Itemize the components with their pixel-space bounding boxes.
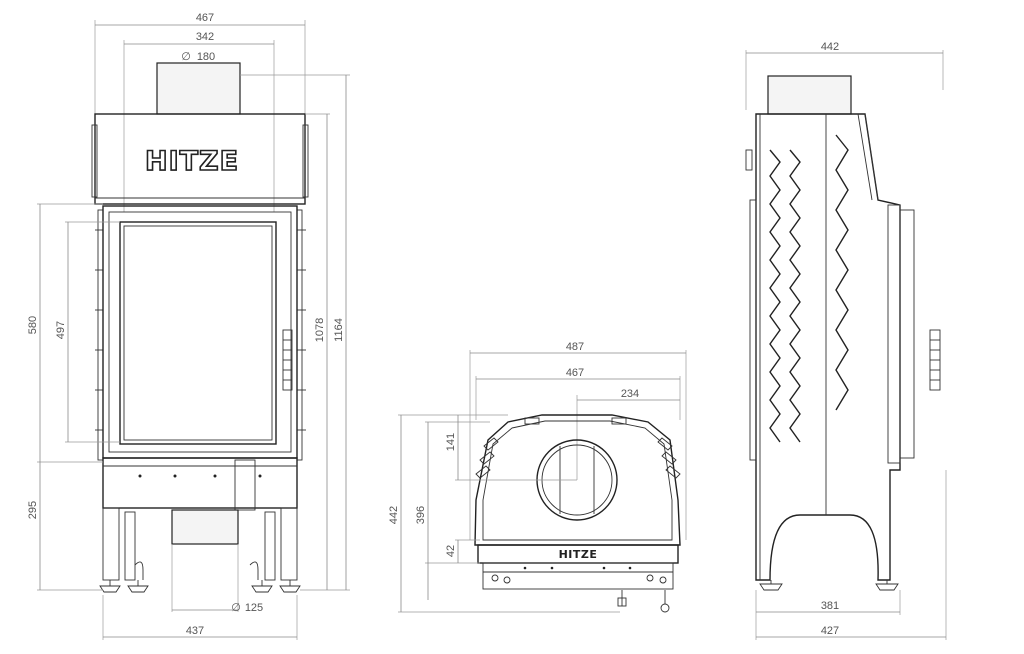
dim-height-1078: 1078 bbox=[314, 318, 326, 342]
dim-rear-height-141: 141 bbox=[445, 433, 457, 451]
dim-side-depth-top: 442 bbox=[821, 41, 839, 53]
flue-collar bbox=[156, 62, 241, 115]
front-view: 467 342 ∅ 180 HITZE bbox=[27, 12, 350, 640]
dim-rear-height-42: 42 bbox=[445, 545, 457, 557]
dim-height-1164: 1164 bbox=[333, 318, 345, 342]
side-fin-zigzag-3 bbox=[835, 134, 849, 411]
side-flue-collar bbox=[767, 75, 852, 115]
leg-right bbox=[280, 507, 298, 581]
left-side-fins bbox=[91, 124, 104, 461]
dim-height-580: 580 bbox=[27, 316, 39, 334]
leg-left bbox=[102, 507, 120, 581]
dim-rear-width-487: 487 bbox=[566, 341, 584, 353]
top-hood bbox=[94, 113, 306, 205]
dim-height-497: 497 bbox=[55, 321, 67, 339]
rear-brand-logo: HITZE bbox=[559, 548, 598, 561]
dim-flue-diameter: 180 bbox=[197, 51, 215, 63]
dim-rear-width-467: 467 bbox=[566, 367, 584, 379]
side-fin-zigzag-2 bbox=[789, 149, 801, 443]
diameter-symbol-2: ∅ bbox=[231, 602, 241, 614]
dim-rear-height-442: 442 bbox=[388, 506, 400, 524]
side-view: 442 381 4 bbox=[745, 41, 947, 640]
dim-rear-height-396: 396 bbox=[415, 506, 427, 524]
dim-side-depth-381: 381 bbox=[821, 600, 839, 612]
dim-front-width-total: 467 bbox=[196, 12, 214, 24]
side-fin-zigzag-1 bbox=[769, 149, 781, 443]
dim-height-295: 295 bbox=[27, 501, 39, 519]
right-side-fins bbox=[296, 124, 309, 461]
brand-logo: HITZE bbox=[145, 146, 239, 177]
door-frame bbox=[102, 205, 298, 459]
dim-rear-offset-234: 234 bbox=[621, 388, 639, 400]
diameter-symbol: ∅ bbox=[181, 51, 191, 63]
base-body bbox=[102, 457, 298, 509]
dim-front-width-top: 342 bbox=[196, 31, 214, 43]
side-body bbox=[755, 113, 901, 581]
rear-view: 487 467 234 HITZE bbox=[388, 341, 687, 613]
dim-width-bottom: 437 bbox=[186, 625, 204, 637]
dim-side-depth-427: 427 bbox=[821, 625, 839, 637]
door-glass bbox=[119, 221, 277, 445]
rear-ash-pan bbox=[482, 562, 674, 590]
dim-air-inlet-diameter: 125 bbox=[245, 602, 263, 614]
air-inlet bbox=[171, 509, 239, 545]
